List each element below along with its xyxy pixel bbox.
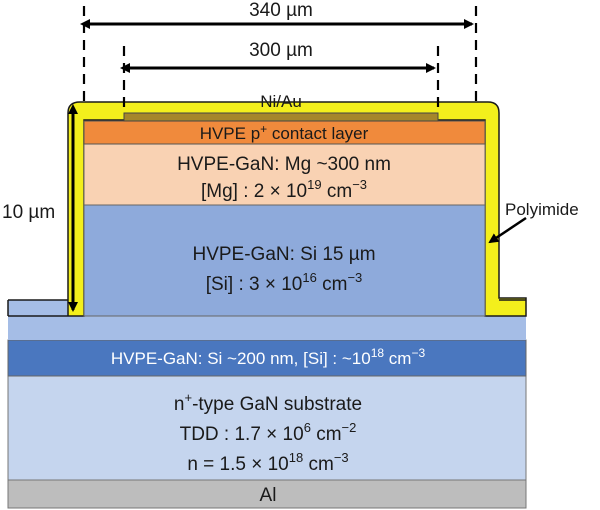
substrate-layer xyxy=(7,375,527,481)
drift-line2-label: [Si] : 3 × 1016 cm−3 xyxy=(206,270,363,295)
ni-au-label: Ni/Au xyxy=(260,92,302,111)
inner-width-label: 300 µm xyxy=(249,40,313,61)
drift-layer xyxy=(83,204,486,317)
aluminum-backside-layer xyxy=(7,479,527,509)
polyimide-pointer-arrow xyxy=(488,216,527,244)
drift-line1-label: HVPE-GaN: Si 15 µm xyxy=(192,244,375,265)
outer-width-label: 340 µm xyxy=(249,0,313,21)
p-gan-line1-label: HVPE-GaN: Mg ~300 nm xyxy=(177,154,391,175)
nplus-layer-label: HVPE-GaN: Si ~200 nm, [Si] : ~1018 cm−3 xyxy=(111,346,426,368)
polyimide-label: Polyimide xyxy=(505,200,579,219)
substrate-line1-label: n+-type GaN substrate xyxy=(174,390,362,415)
ni-au-contact xyxy=(123,112,439,122)
aluminum-label: Al xyxy=(260,485,277,506)
p-contact-layer-label: HVPE p+ contact layer xyxy=(200,122,369,143)
substrate-line2-label: TDD : 1.7 × 106 cm−2 xyxy=(180,420,357,445)
p-gan-line2-label: [Mg] : 2 × 1019 cm−3 xyxy=(201,177,367,202)
mesa-height-label: 10 µm xyxy=(2,202,55,223)
p-gan-layer xyxy=(83,143,486,206)
substrate-line3-label: n = 1.5 × 1018 cm−3 xyxy=(187,450,348,475)
